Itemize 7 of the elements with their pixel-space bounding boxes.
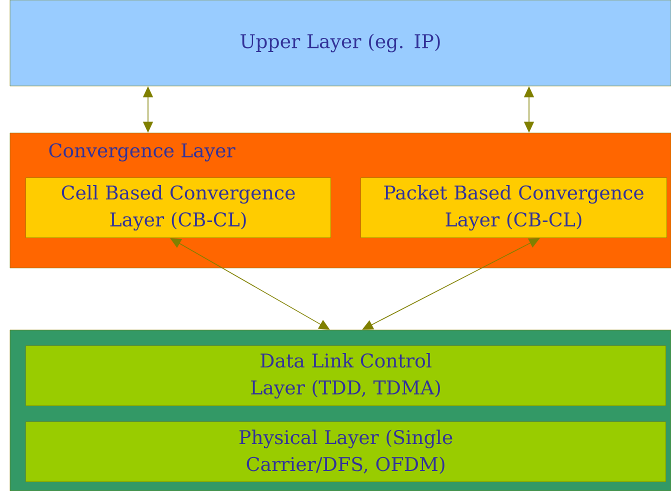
sublayer-box: Packet Based Convergence Layer (CB-CL) [360,178,667,238]
layer-box: Upper Layer (eg. IP) [10,0,671,86]
arrow [362,238,540,330]
sublayer-box: Physical Layer (Single Carrier/DFS, OFDM) [26,422,666,482]
arrow [170,238,330,330]
sublayer-box: Cell Based Convergence Layer (CB-CL) [26,178,331,238]
sublayer-box: Data Link Control Layer (TDD, TDMA) [26,346,666,406]
